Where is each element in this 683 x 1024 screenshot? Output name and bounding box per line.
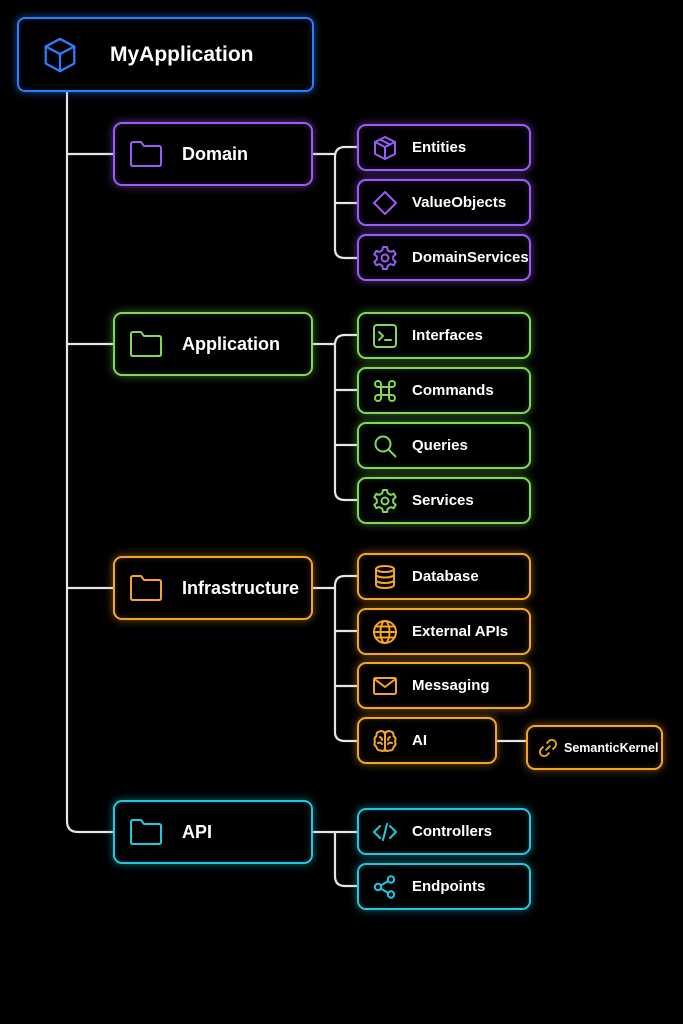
domain-connector: [311, 145, 359, 260]
globe-icon: [371, 618, 399, 646]
box-icon: [371, 134, 399, 162]
cube-icon: [41, 36, 79, 74]
brain-icon: [371, 727, 399, 755]
magnifier-icon: [371, 432, 399, 460]
leaf-label: Interfaces: [412, 327, 483, 344]
folder-icon: [128, 329, 164, 359]
api-connector: [311, 830, 359, 888]
leaf-messaging[interactable]: Messaging: [357, 662, 531, 709]
folder-icon: [128, 573, 164, 603]
root-node[interactable]: MyApplication: [17, 17, 314, 92]
layer-label: Infrastructure: [182, 577, 300, 598]
leaf-label: Database: [412, 568, 479, 585]
leaf-commands[interactable]: Commands: [357, 367, 531, 414]
folder-icon: [128, 817, 164, 847]
command-icon: [371, 377, 399, 405]
code-icon: [371, 818, 399, 846]
root-label: MyApplication: [110, 42, 254, 66]
leaf-label: SemanticKernel: [564, 740, 659, 755]
leaf-external-apis[interactable]: External APIs: [357, 608, 531, 655]
leaf-label: DomainServices: [412, 249, 529, 266]
leaf-database[interactable]: Database: [357, 553, 531, 600]
envelope-icon: [371, 672, 399, 700]
diamond-icon: [371, 189, 399, 217]
database-icon: [371, 563, 399, 591]
leaf-valueobjects[interactable]: ValueObjects: [357, 179, 531, 226]
leaf-controllers[interactable]: Controllers: [357, 808, 531, 855]
leaf-label: Services: [412, 492, 474, 509]
leaf-services[interactable]: Services: [357, 477, 531, 524]
layer-domain[interactable]: Domain: [113, 122, 313, 186]
trunk-connector: [65, 90, 115, 834]
folder-icon: [128, 139, 164, 169]
infrastructure-connector: [311, 574, 359, 743]
leaf-label: ValueObjects: [412, 194, 507, 211]
link-icon: [536, 736, 560, 760]
leaf-endpoints[interactable]: Endpoints: [357, 863, 531, 910]
leaf-label: Queries: [412, 437, 468, 454]
leaf-label: Endpoints: [412, 878, 486, 895]
gear-icon: [371, 487, 399, 515]
leaf-entities[interactable]: Entities: [357, 124, 531, 171]
leaf-label: External APIs: [412, 623, 509, 640]
leaf-ai[interactable]: AI: [357, 717, 497, 764]
leaf-queries[interactable]: Queries: [357, 422, 531, 469]
layer-label: Application: [182, 333, 280, 354]
leaf-domainservices[interactable]: DomainServices: [357, 234, 531, 281]
leaf-label: Entities: [412, 139, 467, 156]
leaf-interfaces[interactable]: Interfaces: [357, 312, 531, 359]
leaf-label: Controllers: [412, 823, 493, 840]
gear-icon: [371, 244, 399, 272]
application-connector: [311, 333, 359, 502]
layer-infrastructure[interactable]: Infrastructure: [113, 556, 313, 620]
layer-application[interactable]: Application: [113, 312, 313, 376]
leaf-semantickernel[interactable]: SemanticKernel: [526, 725, 663, 770]
share-nodes-icon: [371, 873, 399, 901]
terminal-icon: [371, 322, 399, 350]
leaf-label: AI: [412, 732, 427, 749]
layer-api[interactable]: API: [113, 800, 313, 864]
leaf-label: Commands: [412, 382, 494, 399]
leaf-label: Messaging: [412, 677, 490, 694]
layer-label: API: [182, 821, 213, 842]
layer-label: Domain: [182, 143, 249, 164]
